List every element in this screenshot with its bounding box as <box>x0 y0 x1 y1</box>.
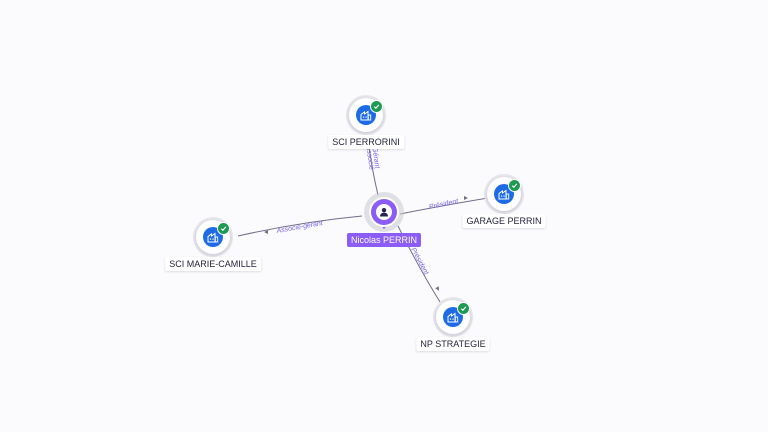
person-pin-tip <box>379 223 389 229</box>
edge-arrow-sci-marie-camille <box>264 230 268 234</box>
verified-check-icon <box>457 302 470 315</box>
edge-sci-marie-camille <box>237 215 363 237</box>
edge-label-garage-perrin: Président <box>428 198 459 211</box>
company-name[interactable]: NP STRATEGIE <box>416 337 490 351</box>
verified-check-icon <box>370 100 383 113</box>
company-name[interactable]: SCI PERRORINI <box>328 135 404 149</box>
edge-arrow-garage-perrin <box>464 196 468 200</box>
verified-check-icon <box>508 179 521 192</box>
verified-check-icon <box>217 222 230 235</box>
company-name[interactable]: SCI MARIE-CAMILLE <box>165 257 261 271</box>
edge-label-sci-marie-camille: Associé-gérant <box>275 220 324 235</box>
edge-garage-perrin <box>399 197 489 215</box>
person-pin <box>371 199 397 225</box>
edge-label-sci-perrorini: Associé <box>364 144 374 170</box>
edge-label-np-strategie: Président <box>409 247 430 277</box>
person-name[interactable]: Nicolas PERRIN <box>346 233 422 247</box>
edge-arrow-np-strategie <box>435 286 439 291</box>
edge-label-sci-perrorini: Gérant <box>371 147 381 170</box>
company-name[interactable]: GARAGE PERRIN <box>462 214 546 228</box>
person-icon <box>380 208 388 217</box>
